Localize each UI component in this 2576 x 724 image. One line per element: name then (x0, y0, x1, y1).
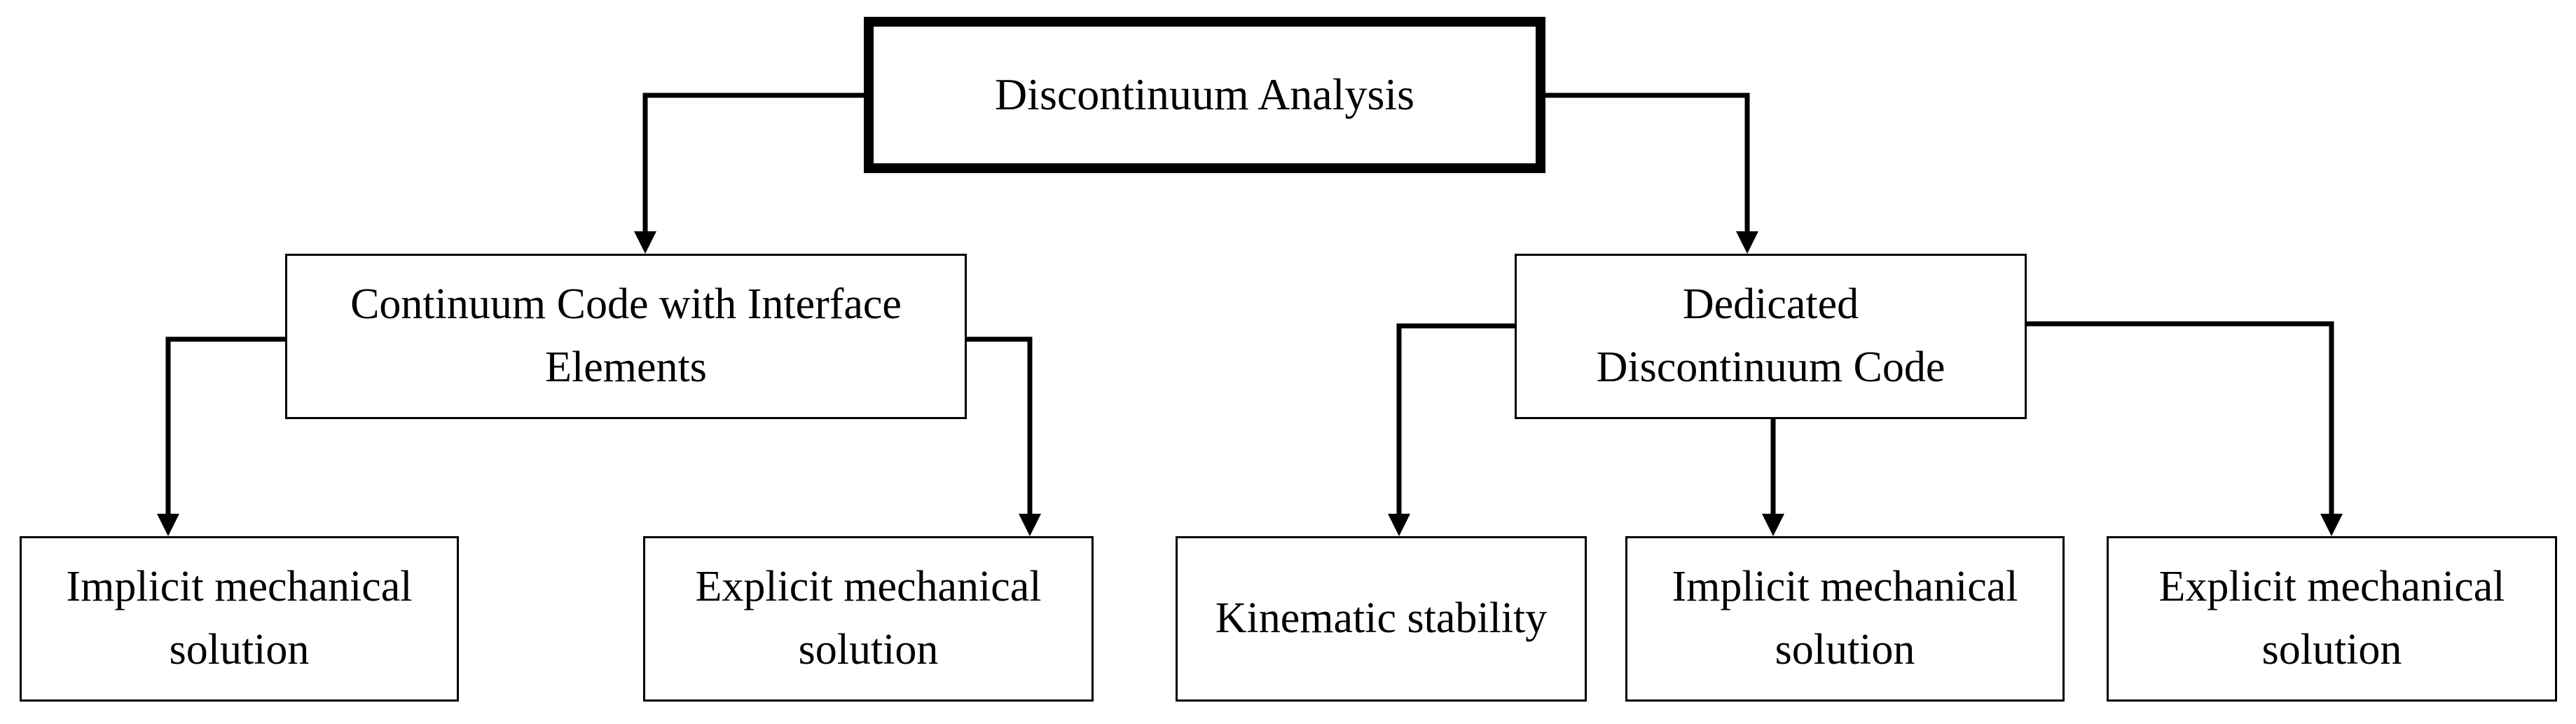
connector-dedicated-to-kinematic (1396, 323, 1515, 522)
connector-dedicated-to-explicit (2027, 321, 2334, 522)
node-dedicated-discontinuum-code: Dedicated Discontinuum Code (1515, 254, 2027, 419)
arrowhead-dedicated-implicit (1762, 514, 1784, 536)
leaf-node-implicit-mechanical-left: Implicit mechanical solution (20, 536, 459, 702)
root-node-discontinuum-analysis: Discontinuum Analysis (864, 17, 1545, 173)
arrowhead-continuum-explicit (1019, 514, 1041, 536)
arrowhead-dedicated-explicit (2320, 514, 2343, 536)
connector-root-to-dedicated-code (1545, 93, 1750, 240)
leaf-node-implicit-mechanical-right: Implicit mechanical solution (1625, 536, 2065, 702)
leaf-label: Implicit mechanical solution (1672, 563, 2018, 674)
arrowhead-dedicated-code (1736, 231, 1758, 254)
leaf-label: Explicit mechanical solution (2158, 563, 2505, 674)
connector-continuum-to-explicit (967, 336, 1033, 522)
leaf-label: Implicit mechanical solution (66, 563, 413, 674)
arrowhead-dedicated-kinematic (1388, 514, 1410, 536)
arrowhead-continuum-code (634, 231, 656, 254)
connector-continuum-to-implicit (165, 336, 285, 522)
node-continuum-code: Continuum Code with Interface Elements (285, 254, 967, 419)
leaf-node-kinematic-stability: Kinematic stability (1176, 536, 1587, 702)
leaf-label: Explicit mechanical solution (695, 563, 1042, 674)
node-dedicated-code-label: Dedicated Discontinuum Code (1596, 280, 1945, 391)
connector-root-to-continuum-code (642, 93, 864, 240)
leaf-node-explicit-mechanical-right: Explicit mechanical solution (2107, 536, 2557, 702)
arrowhead-continuum-implicit (157, 514, 179, 536)
node-continuum-code-label: Continuum Code with Interface Elements (350, 280, 902, 391)
leaf-node-explicit-mechanical-left: Explicit mechanical solution (643, 536, 1094, 702)
root-node-label: Discontinuum Analysis (994, 69, 1415, 120)
leaf-label: Kinematic stability (1215, 594, 1548, 643)
